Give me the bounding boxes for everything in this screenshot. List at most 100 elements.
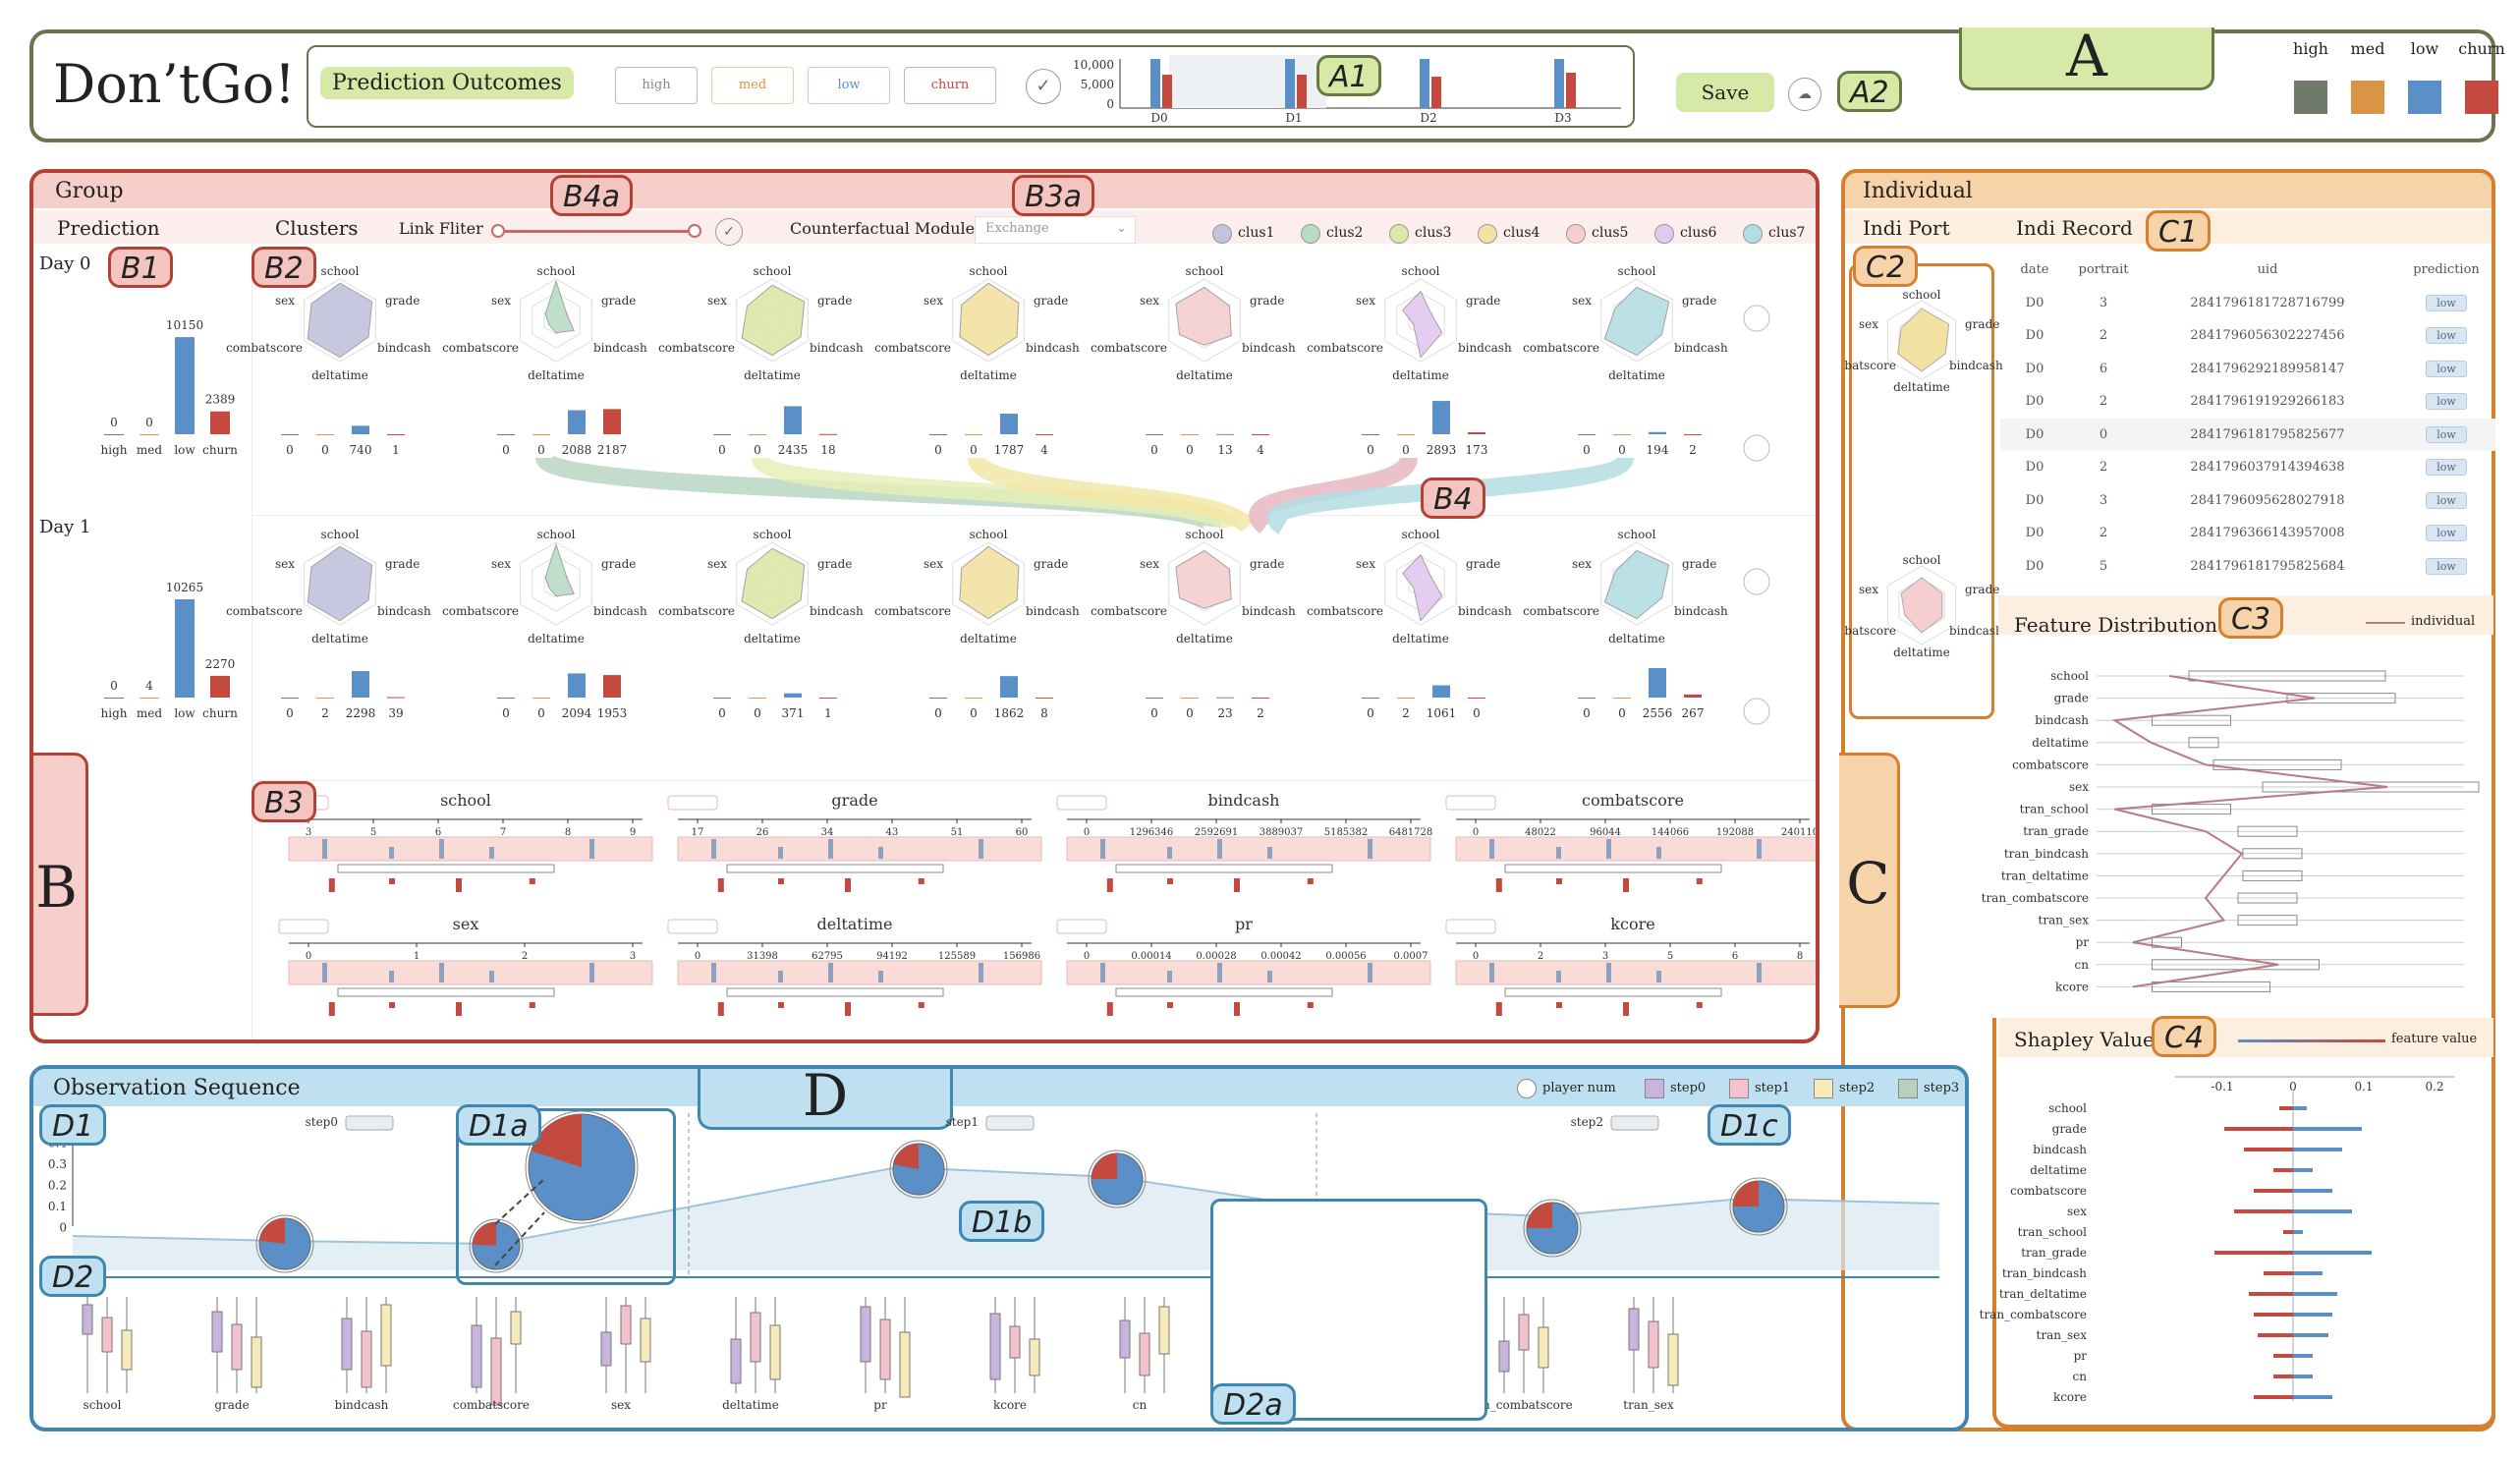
cluster-bar-churn xyxy=(1684,433,1702,435)
group-panel: Group Prediction Clusters Link Fliter ✓ … xyxy=(29,169,1820,1043)
callout-c-tab: C xyxy=(1839,753,1900,1008)
filter-low[interactable]: low xyxy=(808,67,890,104)
radar-label: grade xyxy=(601,557,636,571)
slider-handle-left[interactable] xyxy=(491,224,505,238)
callout-b1: B1 xyxy=(108,247,173,288)
feature-churn-bar xyxy=(1106,1002,1113,1016)
box-feature-label: school xyxy=(84,1398,122,1412)
radar-label: deltatime xyxy=(528,632,585,645)
obs-legend-label-step1: step1 xyxy=(1755,1081,1791,1095)
mini-bar-low-d1 xyxy=(1285,59,1295,108)
feature-tick-label: 51 xyxy=(951,827,964,838)
radar-grid xyxy=(952,541,1025,626)
prediction-outcomes-button[interactable]: Prediction Outcomes xyxy=(320,67,574,99)
cluster-bar-value: 0 xyxy=(502,706,510,720)
box-step1 xyxy=(101,1317,113,1353)
cluster-bar-value: 13 xyxy=(1217,443,1232,457)
prediction-badge: low xyxy=(2426,425,2467,443)
cluster-bar-churn xyxy=(819,697,837,699)
legend-label-churn: churn xyxy=(2458,39,2505,58)
pred-category-label: high xyxy=(101,443,128,457)
save-button[interactable]: Save xyxy=(1676,73,1774,112)
shap-feature-label: grade xyxy=(2052,1122,2087,1136)
slider-handle-right[interactable] xyxy=(688,224,701,238)
record-cell: D0 xyxy=(2025,526,2044,541)
shap-blue xyxy=(2293,1127,2362,1131)
feature-band xyxy=(1066,836,1431,862)
cluster-bar-value: 2 xyxy=(321,706,329,720)
record-cell: 3 xyxy=(2099,295,2108,310)
feature-density-bar xyxy=(1489,839,1494,859)
observation-visualization: 0.50.40.30.20.10step0step1step2schoolgra… xyxy=(48,1110,1940,1412)
pie-churn xyxy=(1092,1153,1117,1179)
check-icon xyxy=(1743,305,1770,332)
box-step2 xyxy=(1158,1306,1170,1355)
callout-b3a: B3a xyxy=(1012,175,1095,216)
cluster-bar-value: 0 xyxy=(321,443,329,457)
link-filter-slider[interactable] xyxy=(495,230,696,233)
feature-tick-label: 1296346 xyxy=(1130,827,1174,838)
exchange-select[interactable]: Exchange⌄ xyxy=(975,216,1136,244)
obs-legend-label-player num: player num xyxy=(1542,1081,1616,1095)
filter-churn[interactable]: churn xyxy=(904,67,996,104)
radar-label: bindcash xyxy=(1674,341,1728,355)
radar-label: school xyxy=(754,528,792,541)
callout-d2a: D2a xyxy=(1210,1383,1296,1425)
radar-label: school xyxy=(321,528,360,541)
box-step0 xyxy=(471,1324,482,1388)
shap-feature-label: tran_school xyxy=(2018,1225,2087,1239)
cluster-bar-high xyxy=(281,698,299,699)
filter-high[interactable]: high xyxy=(615,67,698,104)
radar-grid xyxy=(1168,541,1241,626)
feature-band xyxy=(677,836,1042,862)
day0-label: Day 0 xyxy=(39,253,91,274)
feature-tick-label: 0 xyxy=(1084,951,1090,962)
feature-density-bar xyxy=(1556,971,1561,982)
radar-label: bindcash xyxy=(1242,341,1296,355)
obs-y-tick: 0 xyxy=(59,1221,67,1235)
link-filter-check-icon[interactable]: ✓ xyxy=(715,218,743,246)
legend-swatch-med xyxy=(2351,81,2384,114)
legend-label-med: med xyxy=(2350,39,2385,58)
cluster-bar-low xyxy=(1000,414,1018,434)
pred-category-label: low xyxy=(174,706,196,720)
filter-med[interactable]: med xyxy=(711,67,794,104)
record-cell: D0 xyxy=(2025,295,2044,310)
cluster-bar-high xyxy=(497,698,515,699)
feature-churn-bar xyxy=(1696,1002,1703,1008)
box-step0 xyxy=(211,1311,223,1353)
radar-label: grade xyxy=(1682,294,1716,308)
box-step0 xyxy=(341,1318,353,1371)
cloud-icon[interactable]: ☁ xyxy=(1788,78,1821,111)
record-cell: 6 xyxy=(2099,361,2108,376)
confirm-check-icon[interactable]: ✓ xyxy=(1026,69,1061,104)
feature-tick-label: 0.00014 xyxy=(1131,951,1171,962)
cluster-bar-churn xyxy=(603,409,621,434)
cluster-bar-high xyxy=(1362,698,1379,699)
cluster-bar-value: 0 xyxy=(1473,706,1481,720)
pred-bar-value: 2389 xyxy=(205,393,236,407)
feature-churn-bar xyxy=(845,878,851,892)
radar-label: grade xyxy=(817,294,852,308)
callout-b3: B3 xyxy=(252,781,316,822)
feature-churn-bar xyxy=(1167,878,1173,884)
box-step2 xyxy=(121,1329,133,1371)
radar-label: combatscore xyxy=(874,341,951,355)
obs-legend-swatch-step0 xyxy=(1645,1079,1664,1098)
col-uid: uid xyxy=(2257,262,2278,278)
feature-density-bar xyxy=(1757,963,1762,982)
radar-grid xyxy=(543,569,569,598)
feature-churn-bar xyxy=(1234,1002,1240,1016)
shap-blue xyxy=(2293,1292,2337,1296)
box-step2 xyxy=(251,1336,262,1388)
cluster-bar-value: 0 xyxy=(1150,706,1158,720)
